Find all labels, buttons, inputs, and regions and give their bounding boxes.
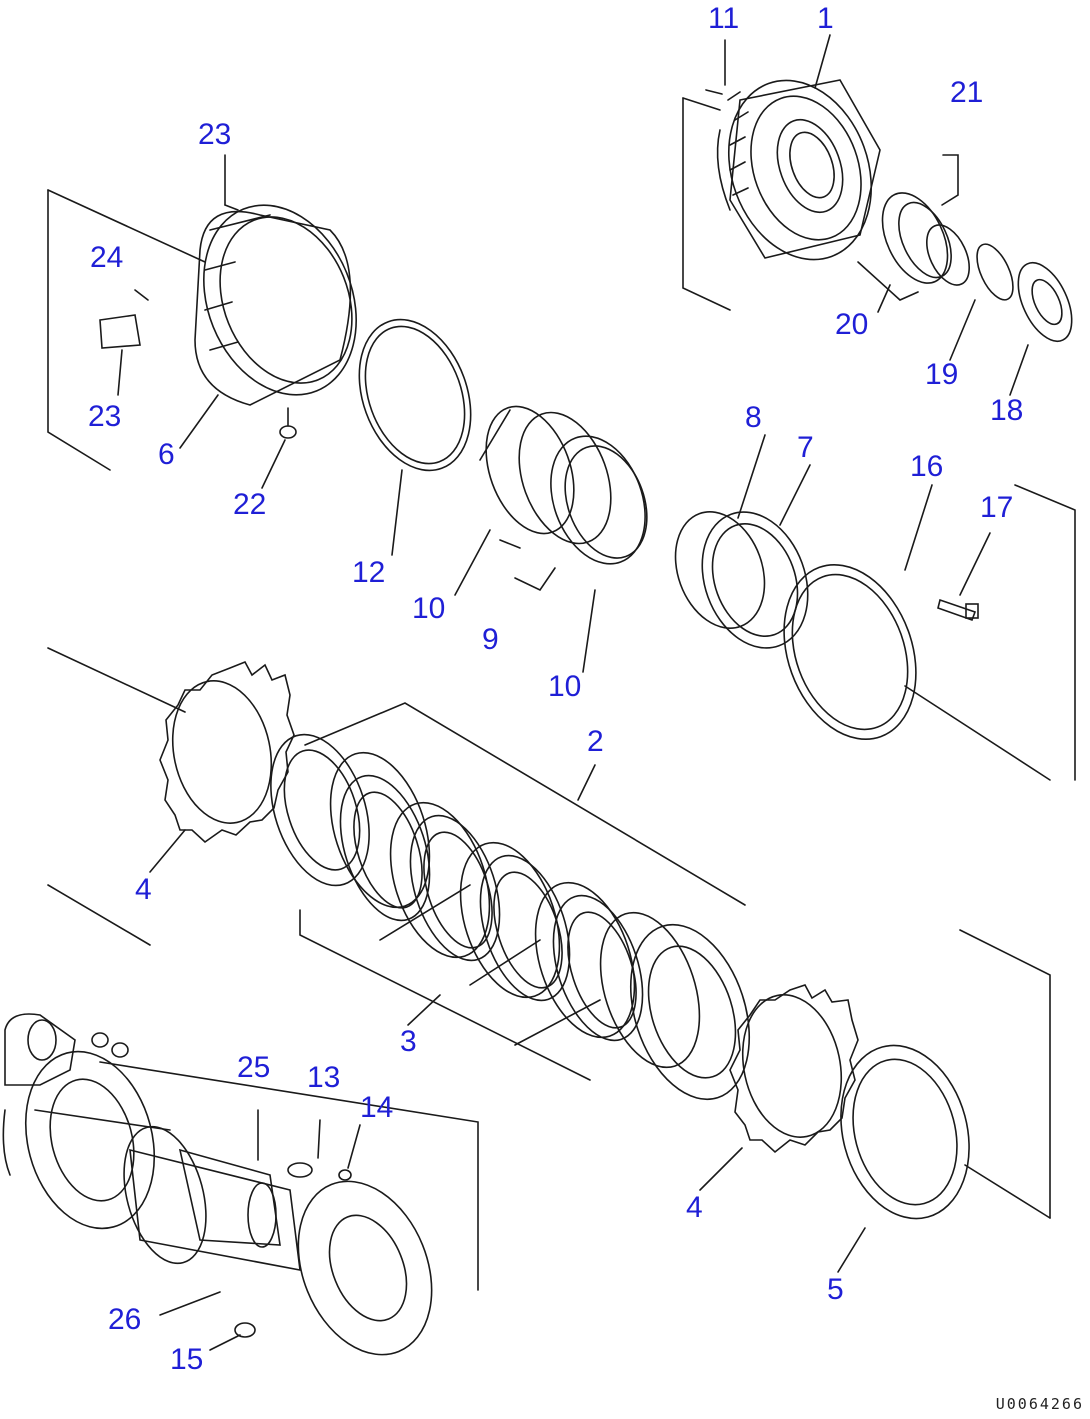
part-label-1: 1 (817, 2, 834, 35)
part-label-10-lower: 10 (548, 670, 582, 703)
part-16-17-plate-drawing (783, 564, 979, 740)
group-frame-lines (34, 97, 1076, 1291)
part-label-11: 11 (708, 2, 740, 35)
part-21-20-19-18-drawing (857, 154, 1073, 342)
part-label-5: 5 (827, 1273, 844, 1306)
part-label-2: 2 (587, 725, 604, 758)
leader-lines (117, 34, 1029, 1273)
axle-housing-drawing (2, 1013, 156, 1230)
part-10-9-piston-drawing (479, 405, 648, 565)
part-label-15: 15 (170, 1343, 204, 1376)
part-6-housing-drawing (99, 154, 357, 439)
part-label-17: 17 (980, 491, 1014, 524)
part-label-4-lower: 4 (686, 1191, 703, 1224)
part-2-3-disc-pack-drawing (270, 702, 751, 1101)
part-12-snap-ring-drawing (358, 318, 472, 472)
part-label-9: 9 (482, 623, 499, 656)
part-label-8: 8 (745, 401, 762, 434)
part-label-18: 18 (990, 394, 1024, 427)
part-label-22: 22 (233, 488, 267, 521)
part-label-25: 25 (237, 1051, 271, 1084)
part-label-14: 14 (360, 1091, 394, 1124)
part-4-lower-plate-drawing (729, 984, 859, 1154)
part-label-21: 21 (950, 76, 984, 109)
diagram-code: U0064266 (995, 1395, 1084, 1413)
carrier-drawing (123, 1109, 433, 1356)
part-1-hub-drawing (716, 79, 881, 261)
part-label-10-upper: 10 (412, 592, 446, 625)
part-label-23-left: 23 (88, 400, 122, 433)
part-label-12: 12 (352, 556, 386, 589)
part-label-13: 13 (307, 1061, 341, 1094)
part-label-26: 26 (108, 1303, 142, 1336)
part-label-20: 20 (835, 308, 869, 341)
part-label-16: 16 (910, 450, 944, 483)
part-11-pin-drawing (705, 39, 726, 95)
part-label-23-top: 23 (198, 118, 232, 151)
part-label-4-upper: 4 (135, 873, 152, 906)
part-label-6: 6 (158, 438, 175, 471)
part-label-19: 19 (925, 358, 959, 391)
part-label-3: 3 (400, 1025, 417, 1058)
part-label-24: 24 (90, 241, 124, 274)
part-4-upper-plate-drawing (159, 660, 295, 844)
part-5-thrust-plate-drawing (840, 1044, 970, 1220)
part-label-7: 7 (797, 431, 814, 464)
part-8-7-seal-drawing (674, 511, 809, 649)
